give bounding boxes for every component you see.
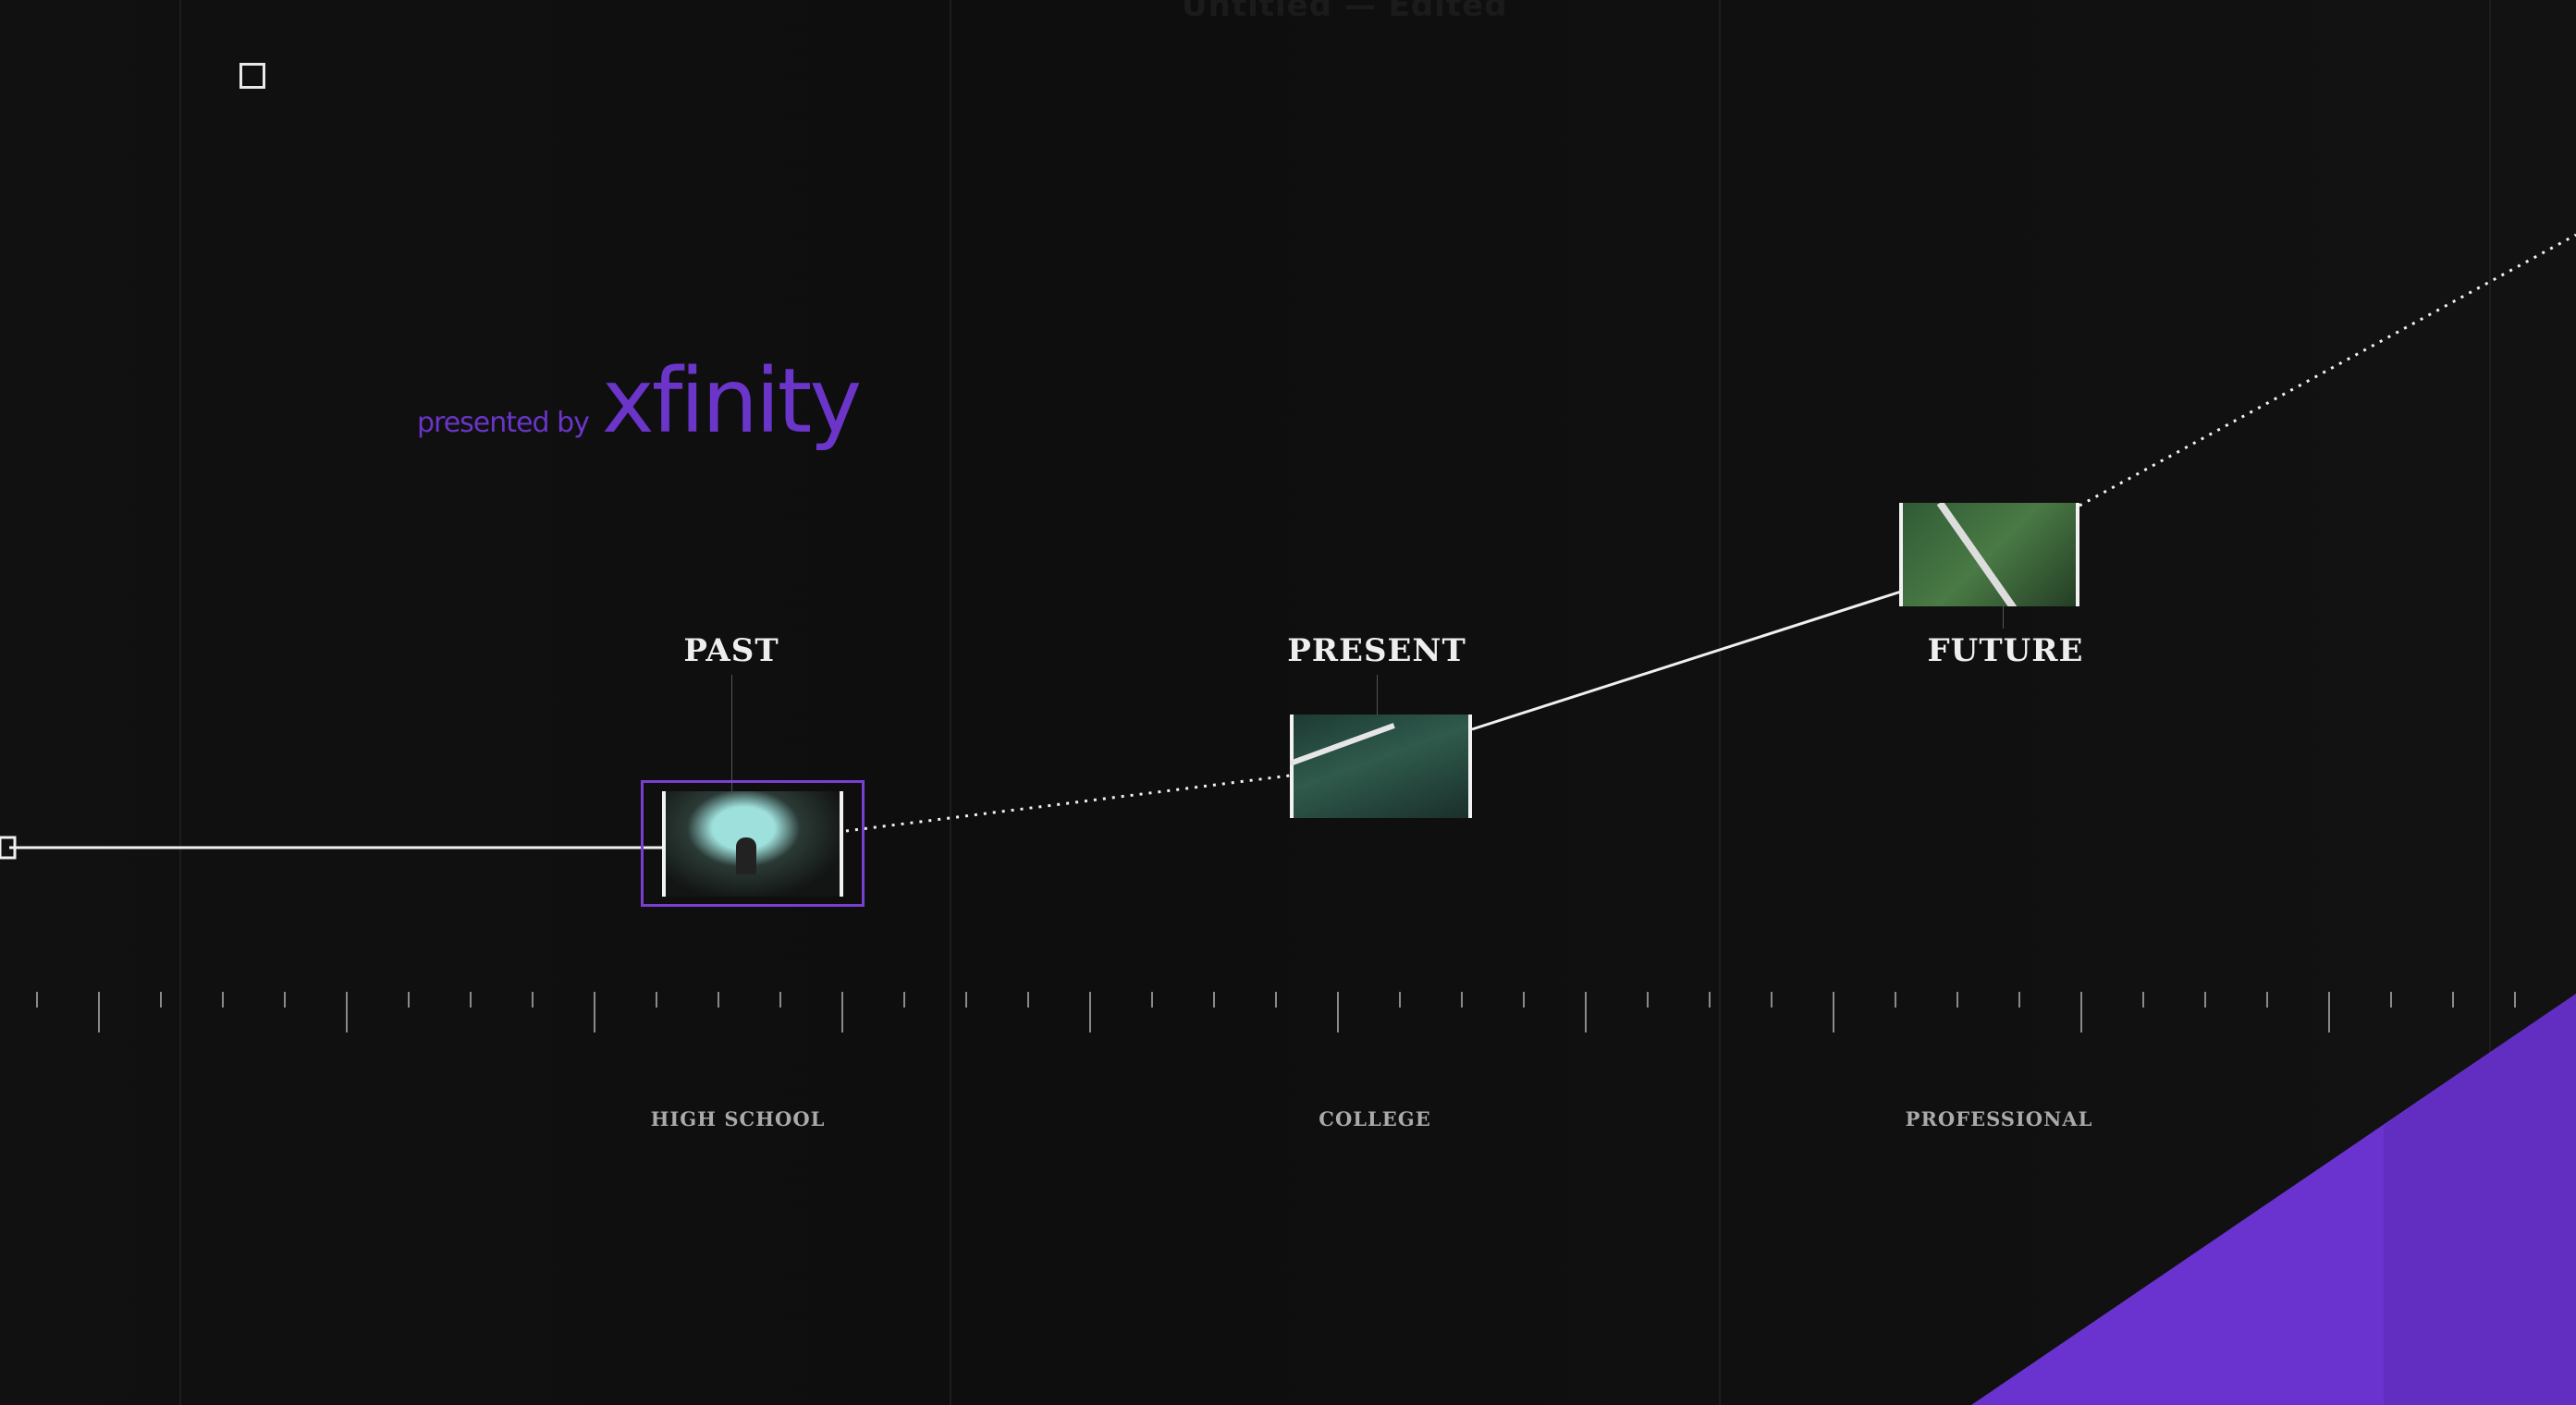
field-stripe bbox=[1936, 503, 2029, 606]
timeline-segment-solid bbox=[1471, 590, 1902, 731]
era-stem bbox=[731, 675, 732, 791]
person-silhouette bbox=[736, 837, 756, 874]
sponsor-brand: xfinity bbox=[601, 349, 862, 453]
grid-line bbox=[1719, 0, 1721, 1405]
era-label-present: PRESENT bbox=[1287, 632, 1466, 669]
sponsor-prefix: presented by bbox=[417, 407, 590, 439]
menu-square-button[interactable] bbox=[239, 63, 265, 89]
stage-label-professional: PROFESSIONAL bbox=[1905, 1107, 2093, 1130]
era-stem bbox=[2003, 606, 2004, 629]
timeline-segment-dotted bbox=[2079, 233, 2576, 507]
timeline-start-cap bbox=[0, 836, 17, 860]
timeline-ruler bbox=[36, 992, 2516, 1032]
stage-label-high-school: HIGH SCHOOL bbox=[650, 1107, 826, 1130]
era-label-future: FUTURE bbox=[1927, 632, 2084, 669]
grid-line bbox=[950, 0, 951, 1405]
window-title: Untitled — Edited bbox=[1182, 0, 1508, 24]
sponsor-logo: presented by xfinity bbox=[417, 349, 862, 453]
grid-line bbox=[179, 0, 181, 1405]
era-stem bbox=[1377, 675, 1378, 715]
thumbnail-present[interactable] bbox=[1290, 715, 1472, 818]
thumbnail-past[interactable] bbox=[662, 791, 843, 897]
era-label-past: PAST bbox=[683, 632, 779, 669]
selected-thumbnail-frame bbox=[641, 780, 865, 907]
grid-line bbox=[2489, 0, 2491, 1405]
timeline-segment-dotted bbox=[845, 774, 1291, 833]
thumbnail-future[interactable] bbox=[1899, 503, 2079, 606]
stage-label-college: COLLEGE bbox=[1319, 1107, 1431, 1130]
field-stripe bbox=[1290, 723, 1395, 766]
